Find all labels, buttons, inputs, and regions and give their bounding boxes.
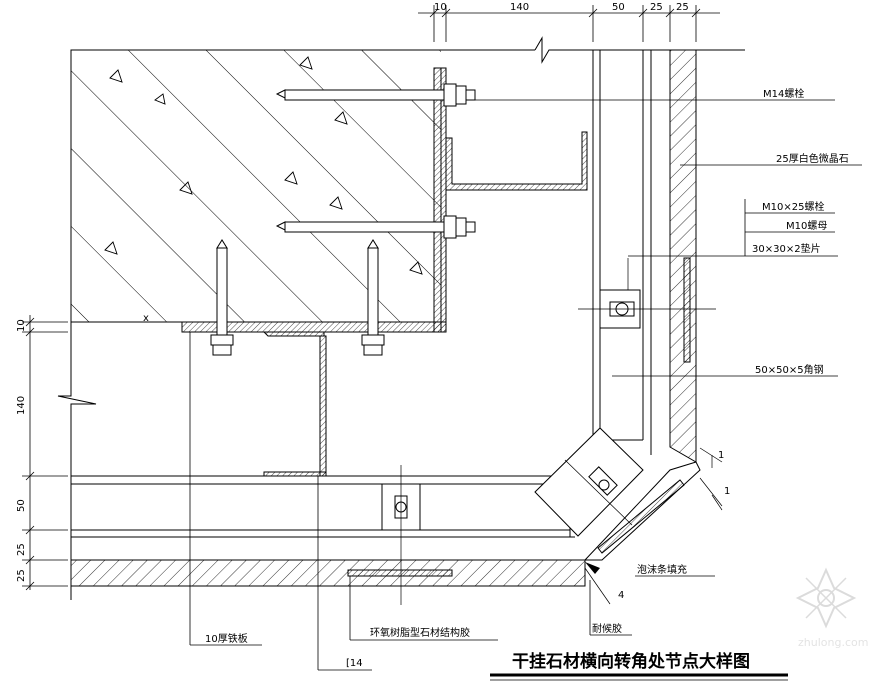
dimension-left: 10 140 50 25 25 bbox=[16, 315, 97, 600]
label-foam-fill: 泡沫条填充 bbox=[637, 563, 687, 576]
watermark-text: zhulong.com bbox=[798, 636, 868, 649]
watermark-logo: zhulong.com bbox=[795, 567, 868, 649]
dimension-top: 10 140 50 25 25 bbox=[418, 2, 720, 42]
m14-bolt-vertical-right bbox=[361, 239, 385, 356]
label-epoxy: 环氧树脂型石材结构胶 bbox=[370, 626, 470, 639]
label-channel: [14 bbox=[346, 658, 363, 669]
title-text: 干挂石材横向转角处节点大样图 bbox=[512, 651, 750, 672]
dim-corner-1a: 1 bbox=[718, 450, 724, 461]
channel-upper bbox=[445, 131, 588, 191]
drawing-title: 干挂石材横向转角处节点大样图 bbox=[490, 651, 788, 681]
dim-corner-1b: 1 bbox=[724, 486, 730, 497]
label-stone-25: 25厚白色微晶石 bbox=[776, 152, 849, 165]
label-washer: 30×30×2垫片 bbox=[752, 242, 821, 255]
m14-bolt-vertical-left bbox=[210, 239, 234, 356]
dim-left-50: 50 bbox=[16, 499, 27, 512]
label-m14-bolt: M14螺栓 bbox=[763, 87, 804, 100]
label-steel-plate: 10厚铁板 bbox=[205, 632, 248, 645]
channel-14 bbox=[262, 331, 327, 477]
stone-slab-horizontal bbox=[70, 559, 586, 587]
label-m10x25-bolt: M10×25螺栓 bbox=[762, 200, 824, 213]
label-m10-nut: M10螺母 bbox=[786, 220, 827, 232]
leaders-bottom: 环氧树脂型石材结构胶 10厚铁板 [14 bbox=[189, 332, 498, 671]
dim-left-140: 140 bbox=[16, 396, 27, 415]
embed-plate-vertical bbox=[433, 67, 447, 333]
label-angle-steel: 50×50×5角钢 bbox=[755, 363, 824, 376]
epoxy-strip bbox=[347, 569, 453, 577]
dim-left-10: 10 bbox=[16, 319, 27, 332]
dim-top-10: 10 bbox=[434, 2, 447, 13]
vertical-frame bbox=[592, 50, 652, 455]
dim-top-25a: 25 bbox=[650, 2, 663, 13]
dim-corner-4: 4 bbox=[618, 590, 624, 601]
dim-left-25a: 25 bbox=[16, 543, 27, 556]
horizontal-frame bbox=[71, 475, 575, 538]
bolt-clip-horizontal bbox=[381, 465, 421, 605]
dim-top-50: 50 bbox=[612, 2, 625, 13]
m14-bolt-lower bbox=[275, 215, 476, 239]
corner-assembly: 1 1 4 bbox=[534, 427, 730, 605]
leaders-right: M14螺栓 25厚白色微晶石 M10×25螺栓 M10螺母 30×30×2垫片 … bbox=[466, 87, 862, 636]
bolt-clip-vertical bbox=[578, 257, 716, 363]
dim-top-140: 140 bbox=[510, 2, 529, 13]
dim-top-25b: 25 bbox=[676, 2, 689, 13]
dim-left-25b: 25 bbox=[16, 569, 27, 582]
concrete-wall: x bbox=[70, 36, 745, 332]
m14-bolt-upper bbox=[275, 83, 476, 107]
label-sealant: 耐候胶 bbox=[592, 622, 622, 635]
mark-x: x bbox=[143, 313, 149, 324]
